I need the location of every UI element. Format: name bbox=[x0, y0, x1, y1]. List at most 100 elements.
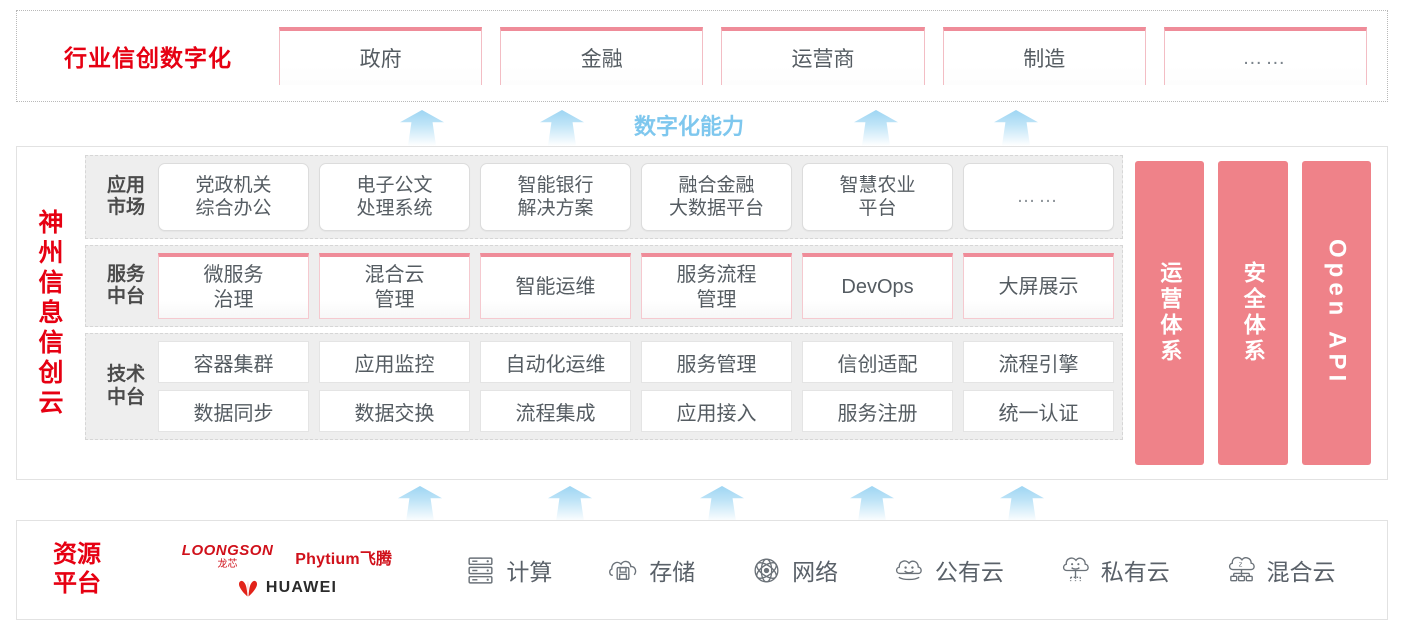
cloud-row-label-line: 应用 bbox=[106, 174, 145, 196]
app-market-card-6[interactable]: …… bbox=[963, 163, 1114, 231]
resource-item-4[interactable]: 公有云 bbox=[893, 553, 1004, 587]
resource-item-3[interactable]: 网络 bbox=[750, 553, 838, 587]
cloud-title-char-3: 信 bbox=[38, 269, 64, 297]
resource-platform-title: 资源平台 bbox=[17, 541, 137, 599]
resource-item-label: 私有云 bbox=[1100, 559, 1170, 585]
service-card-2[interactable]: 混合云管理 bbox=[319, 253, 470, 319]
tech-card-row: 容器集群应用监控自动化运维服务管理信创适配流程引擎 bbox=[158, 341, 1114, 383]
tech-card-1-3[interactable]: 自动化运维 bbox=[480, 341, 631, 383]
side-pillar-label: 运营体系 bbox=[1157, 261, 1183, 365]
svg-text:z: z bbox=[1238, 559, 1242, 568]
service-card-5[interactable]: DevOps bbox=[802, 253, 953, 319]
tech-card-1-5[interactable]: 信创适配 bbox=[802, 341, 953, 383]
service-card-4[interactable]: 服务流程管理 bbox=[641, 253, 792, 319]
cloud-title-char-4: 息 bbox=[38, 299, 64, 327]
cloud-title-char-2: 州 bbox=[38, 239, 64, 267]
side-pillar-2[interactable]: 安全体系 bbox=[1218, 161, 1288, 465]
side-pillar-label: Open API bbox=[1323, 239, 1351, 387]
tech-card-2-2[interactable]: 数据交换 bbox=[319, 390, 470, 432]
tech-card-1-2[interactable]: 应用监控 bbox=[319, 341, 470, 383]
cloud-row-label-line: 市场 bbox=[106, 197, 145, 218]
tech-card-2-5[interactable]: 服务注册 bbox=[802, 390, 953, 432]
service-card-3[interactable]: 智能运维 bbox=[480, 253, 631, 319]
app-market-card-3[interactable]: 智能银行解决方案 bbox=[480, 163, 631, 231]
huawei-logo-text: HUAWEI bbox=[265, 579, 338, 596]
industry-card-3[interactable]: 运营商 bbox=[721, 27, 925, 85]
app-market-card-label: 融合金融 bbox=[678, 174, 755, 196]
resource-up-arrow-2 bbox=[548, 486, 592, 522]
resource-up-arrow-3 bbox=[700, 486, 744, 522]
service-card-label: 微服务 bbox=[203, 264, 264, 287]
digital-capability-strip: 数字化能力 bbox=[16, 104, 1388, 146]
industry-card-4[interactable]: 制造 bbox=[942, 27, 1146, 85]
app-market-card-label: 党政机关 bbox=[195, 174, 272, 196]
resource-item-label: 混合云 bbox=[1266, 559, 1336, 585]
resource-item-label: 计算 bbox=[506, 559, 553, 585]
vendor-logo-row-top: LOONGSON 龙芯 Phytium飞腾 bbox=[182, 543, 392, 570]
cloud-row-label-line: 中台 bbox=[106, 286, 145, 307]
cloud-title-char-5: 信 bbox=[38, 329, 64, 357]
industry-card-2[interactable]: 金融 bbox=[500, 27, 704, 85]
capability-up-arrow-1 bbox=[400, 110, 444, 146]
service-card-label: 治理 bbox=[213, 288, 254, 311]
cloud-side-pillars: 运营体系 安全体系 Open API bbox=[1129, 147, 1387, 479]
industry-card-5[interactable]: …… bbox=[1163, 27, 1368, 85]
cloud-row-label-tech: 技术中台 bbox=[94, 364, 158, 409]
service-card-label: 大屏展示 bbox=[998, 276, 1079, 299]
tech-card-2-3[interactable]: 流程集成 bbox=[480, 390, 631, 432]
phytium-logo: Phytium飞腾 bbox=[295, 550, 393, 568]
app-market-card-1[interactable]: 党政机关综合办公 bbox=[158, 163, 309, 231]
industry-card-1[interactable]: 政府 bbox=[279, 27, 483, 85]
service-card-label: 管理 bbox=[696, 288, 737, 311]
app-market-card-2[interactable]: 电子公文处理系统 bbox=[319, 163, 470, 231]
side-pillar-1[interactable]: 运营体系 bbox=[1135, 161, 1205, 465]
tech-card-2-1[interactable]: 数据同步 bbox=[158, 390, 309, 432]
side-pillar-3[interactable]: Open API bbox=[1301, 161, 1371, 465]
industry-card-label: 金融 bbox=[580, 48, 623, 71]
capability-up-arrow-2 bbox=[540, 110, 584, 146]
industry-band-title: 行业信创数字化 bbox=[64, 45, 232, 71]
tech-card-2-6[interactable]: 统一认证 bbox=[963, 390, 1114, 432]
resource-item-list: 计算 存储 网络 公有云 私有云 z 混合云 bbox=[437, 553, 1387, 587]
app-market-card-list: 党政机关综合办公电子公文处理系统智能银行解决方案融合金融大数据平台智慧农业平台…… bbox=[158, 163, 1114, 231]
resource-platform-block: 资源平台 LOONGSON 龙芯 Phytium飞腾 bbox=[16, 520, 1388, 620]
app-market-card-label: 大数据平台 bbox=[668, 198, 764, 219]
vendor-logo-group: LOONGSON 龙芯 Phytium飞腾 HUAWEI bbox=[137, 543, 437, 597]
tech-card-grid: 容器集群应用监控自动化运维服务管理信创适配流程引擎数据同步数据交换流程集成应用接… bbox=[158, 341, 1114, 432]
industry-band: 行业信创数字化 政府 金融 运营商 制造 …… bbox=[16, 10, 1388, 102]
app-market-card-5[interactable]: 智慧农业平台 bbox=[802, 163, 953, 231]
service-card-label: DevOps bbox=[841, 276, 914, 299]
tech-card-1-4[interactable]: 服务管理 bbox=[641, 341, 792, 383]
cloud-platform-block: 神州信息信创云 应用市场党政机关综合办公电子公文处理系统智能银行解决方案融合金融… bbox=[16, 146, 1388, 480]
public-cloud-icon bbox=[893, 554, 926, 587]
resource-item-6[interactable]: z 混合云 bbox=[1225, 553, 1336, 587]
loongson-logo: LOONGSON 龙芯 bbox=[182, 543, 274, 570]
tech-card-1-1[interactable]: 容器集群 bbox=[158, 341, 309, 383]
private-cloud-icon bbox=[1059, 554, 1092, 587]
resource-item-5[interactable]: 私有云 bbox=[1059, 553, 1170, 587]
cloud-row-label-line: 技术 bbox=[106, 364, 145, 386]
tech-card-row: 数据同步数据交换流程集成应用接入服务注册统一认证 bbox=[158, 390, 1114, 432]
industry-card-list: 政府 金融 运营商 制造 …… bbox=[279, 27, 1387, 85]
resource-item-2[interactable]: 存储 bbox=[607, 553, 695, 587]
app-market-card-label: 解决方案 bbox=[517, 198, 594, 219]
server-rack-icon bbox=[464, 554, 497, 587]
industry-card-label: 制造 bbox=[1023, 48, 1066, 71]
resource-platform-title-line: 平台 bbox=[53, 570, 101, 597]
industry-card-label: 运营商 bbox=[791, 48, 855, 71]
vendor-logo-row-bottom: HUAWEI bbox=[237, 579, 337, 597]
loongson-logo-subtext: 龙芯 bbox=[217, 559, 238, 570]
hybrid-cloud-icon: z bbox=[1225, 554, 1258, 587]
app-market-card-4[interactable]: 融合金融大数据平台 bbox=[641, 163, 792, 231]
resource-platform-title-line: 资源 bbox=[53, 541, 101, 569]
service-card-6[interactable]: 大屏展示 bbox=[963, 253, 1114, 319]
cloud-title-char-7: 云 bbox=[38, 389, 64, 417]
resource-item-1[interactable]: 计算 bbox=[464, 553, 552, 587]
huawei-flower-icon bbox=[237, 580, 259, 597]
tech-card-1-6[interactable]: 流程引擎 bbox=[963, 341, 1114, 383]
industry-card-label: 政府 bbox=[359, 48, 402, 71]
service-card-1[interactable]: 微服务治理 bbox=[158, 253, 309, 319]
tech-card-2-4[interactable]: 应用接入 bbox=[641, 390, 792, 432]
